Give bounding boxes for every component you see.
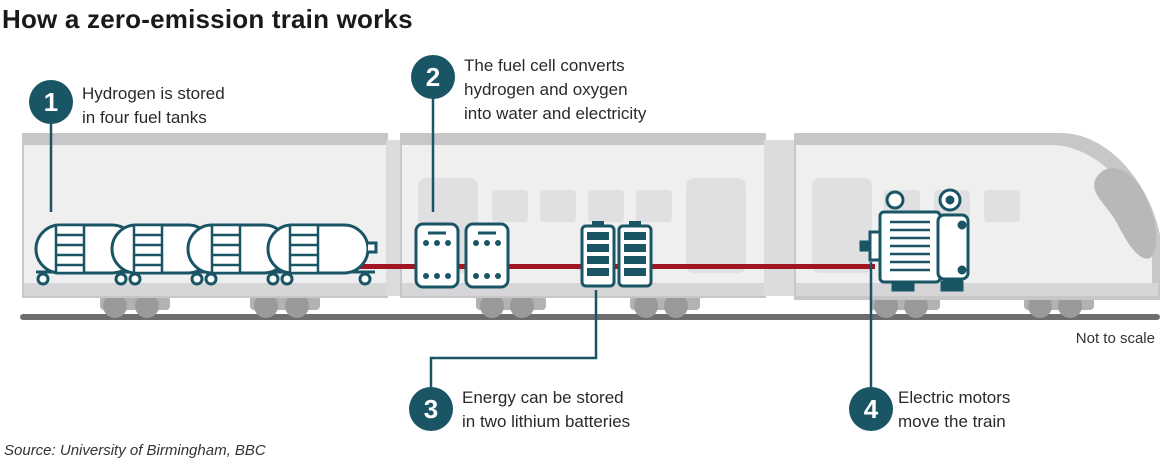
electric-motor (859, 188, 970, 292)
fuel-tank-bands (54, 223, 320, 275)
step-number-3: 3 (424, 394, 438, 424)
step-2-line-1: The fuel cell converts (464, 56, 625, 75)
step-3-line-1: Energy can be stored (462, 388, 624, 407)
lithium-batteries (580, 221, 653, 288)
step-badge-2: 2 (411, 55, 455, 99)
page-title: How a zero-emission train works (2, 4, 413, 34)
train-car-front (794, 133, 1160, 300)
step-2-line-3: into water and electricity (464, 104, 647, 123)
step-1-caption: Hydrogen is stored in four fuel tanks (82, 82, 225, 130)
source-credit: Source: University of Birmingham, BBC (4, 442, 266, 459)
scale-note: Not to scale (1075, 330, 1155, 347)
step-badge-1: 1 (29, 80, 73, 124)
step-number-1: 1 (44, 87, 58, 117)
step-3-caption: Energy can be stored in two lithium batt… (462, 386, 630, 434)
callout-leaders (49, 95, 873, 390)
step-1-line-2: in four fuel tanks (82, 108, 207, 127)
fuel-cells (414, 222, 510, 289)
track-rail (20, 314, 1160, 320)
motor-fins (890, 220, 930, 272)
step-4-line-1: Electric motors (898, 388, 1011, 407)
step-badge-3: 3 (409, 387, 453, 431)
step-2-line-2: hydrogen and oxygen (464, 80, 628, 99)
step-2-caption: The fuel cell converts hydrogen and oxyg… (464, 54, 646, 126)
step-badge-4: 4 (849, 387, 893, 431)
step-1-line-1: Hydrogen is stored (82, 84, 225, 103)
step-3-line-2: in two lithium batteries (462, 412, 631, 431)
step-number-2: 2 (426, 62, 440, 92)
step-4-caption: Electric motors move the train (898, 386, 1010, 434)
step-number-4: 4 (864, 394, 879, 424)
step-4-line-2: move the train (898, 412, 1006, 431)
